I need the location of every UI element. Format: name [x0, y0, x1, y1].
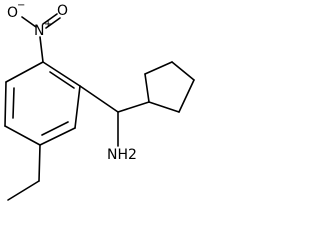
ring-bond-5 — [4, 81, 7, 127]
bond-n-o-double-a — [42, 13, 58, 25]
amine-label: NH2 — [107, 147, 137, 163]
cyclopentane-bond-3 — [171, 61, 195, 81]
bond-n-o-double-b — [45, 17, 61, 29]
ring-double-bond-1 — [49, 71, 75, 89]
cyclopentane-bond-2 — [144, 61, 173, 75]
bond-ethyl-methyl — [7, 180, 40, 201]
cyclopentane-bond-5 — [148, 101, 180, 113]
ring-bond-4 — [4, 125, 41, 146]
cyclopentane-bond-4 — [178, 79, 195, 113]
bond-ring-ch — [79, 85, 119, 113]
bond-ch-cyclopentyl — [117, 101, 150, 113]
ring-double-bond-2 — [41, 121, 69, 136]
bond-diagram — [4, 13, 195, 201]
nitro-oxygen-minus: O — [7, 5, 19, 21]
ring-double-bond-3 — [12, 87, 15, 119]
molecule-structure: O − N + O NH2 — [4, 0, 195, 201]
nitro-oxygen-double: O — [57, 3, 69, 19]
minus-charge: − — [17, 0, 26, 11]
ring-bond-6 — [5, 61, 44, 83]
bond-n-ring — [39, 36, 44, 63]
ring-bond-2 — [74, 85, 81, 129]
cyclopentane-bond-1 — [144, 73, 150, 103]
ring-bond-1 — [42, 61, 81, 87]
nitro-nitrogen: N — [34, 23, 45, 39]
bond-o-n — [21, 16, 37, 28]
plus-charge: + — [44, 19, 53, 30]
bond-ring-ethyl — [38, 144, 41, 182]
ring-bond-3 — [39, 127, 76, 146]
